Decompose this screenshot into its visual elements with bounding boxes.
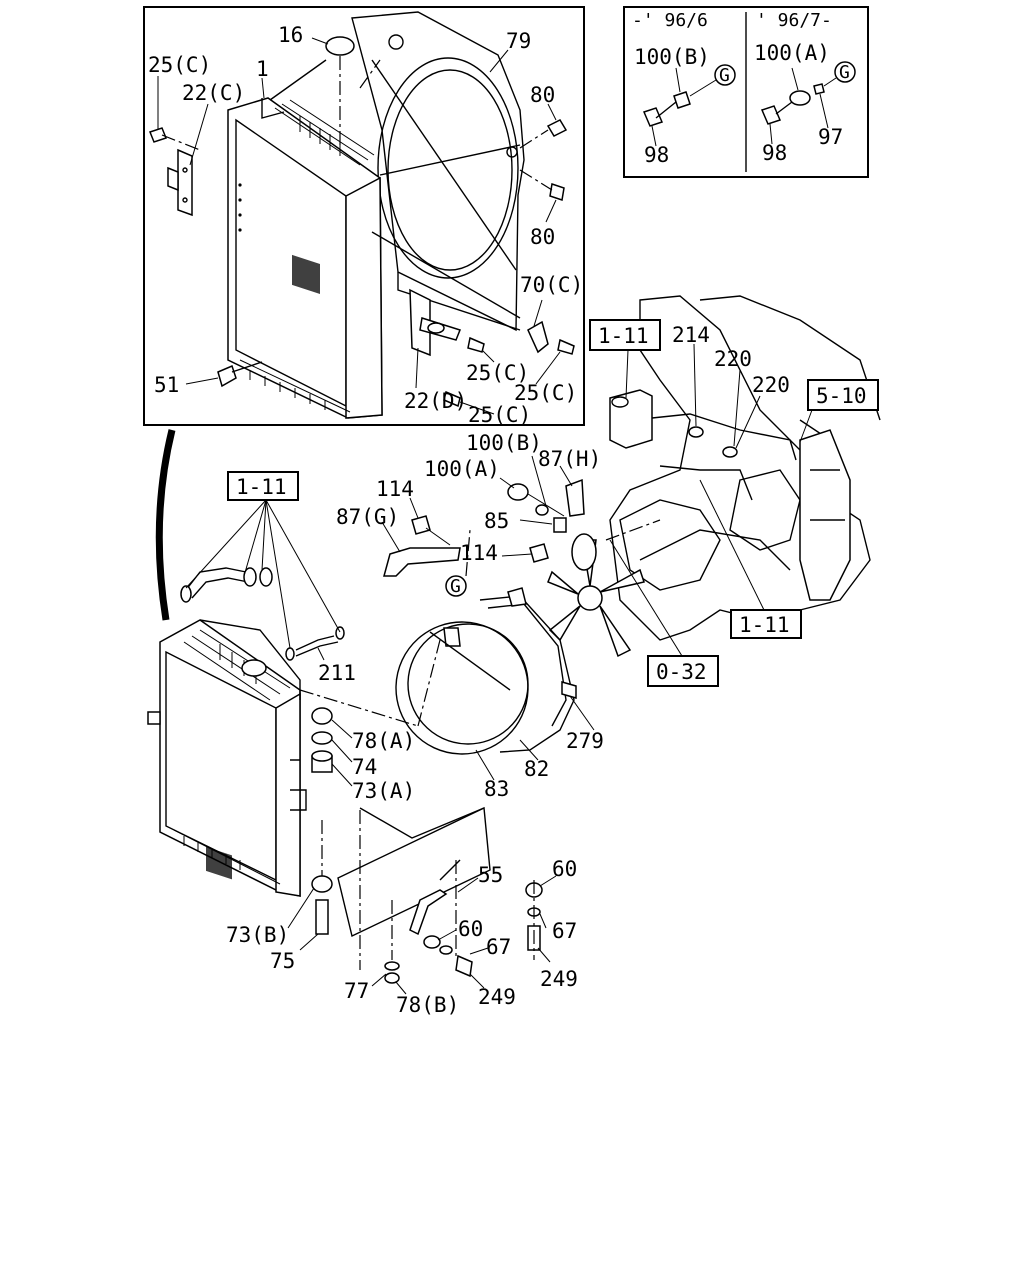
ref-box-5-10[interactable]: 5-10 [807,379,879,411]
callout-labels: 16 79 25(C) 1 22(C) 80 80 70(C) 25(C) 25… [148,23,790,1017]
ref-text: 1-11 [236,475,287,499]
callout-75: 75 [270,949,295,973]
callout-114-b: 114 [460,541,498,565]
date-variant-inset [623,6,869,178]
callout-80-b: 80 [530,225,555,249]
engine-assembly [547,295,881,658]
callout-220-b: 220 [752,373,790,397]
callout-85: 85 [484,509,509,533]
callout-82: 82 [524,757,549,781]
radiator-detail-frame [143,6,585,426]
callout-74: 74 [352,755,377,779]
callout-87g: 87(G) [336,505,399,529]
callout-114-a: 114 [376,477,414,501]
callout-25c-d: 25(C) [468,403,531,427]
callout-55: 55 [478,863,503,887]
callout-214: 214 [672,323,710,347]
lower-radiator-view [147,429,333,935]
marker-g-inset-left: G [719,65,730,86]
inset-part-100a: 100(A) [754,41,830,65]
marker-g-main: G [450,576,461,597]
inset-part-98-left: 98 [644,143,669,167]
callout-279: 279 [566,729,604,753]
callout-25c-c: 25(C) [514,381,577,405]
ref-text: 5-10 [816,384,867,408]
callout-73b: 73(B) [226,923,289,947]
callout-25c-b: 25(C) [466,361,529,385]
detail-leaders [157,37,561,415]
inset-part-100b: 100(B) [634,45,710,69]
callout-1: 1 [256,57,269,81]
callout-80-a: 80 [530,83,555,107]
lower-leaders [287,343,761,995]
ref-box-1-11-top[interactable]: 1-11 [589,319,661,351]
variant-range-late: ' 96/7- [756,10,832,31]
callout-60-b: 60 [458,917,483,941]
callout-211: 211 [318,661,356,685]
callout-100a: 100(A) [424,457,500,481]
callout-100b: 100(B) [466,431,542,455]
inset-part-97: 97 [818,125,843,149]
callout-60-a: 60 [552,857,577,881]
callout-25c-a: 25(C) [148,53,211,77]
callout-87h: 87(H) [538,447,601,471]
callout-79: 79 [506,29,531,53]
callout-22d: 22(D) [404,389,467,413]
callout-22c: 22(C) [182,81,245,105]
ref-box-1-11-right[interactable]: 1-11 [730,609,802,639]
callout-77: 77 [344,979,369,1003]
callout-83: 83 [484,777,509,801]
fan-shroud-ring [395,575,577,755]
lower-support-frame [337,806,543,984]
callout-67-a: 67 [552,919,577,943]
ref-text: 1-11 [739,613,790,637]
inset-labels: -' 96/6 ' 96/7- 100(B) 98 100(A) 98 97 G… [450,10,850,597]
callout-78a: 78(A) [352,729,415,753]
callout-16: 16 [278,23,303,47]
callout-249-a: 249 [540,967,578,991]
top-tank-fins [274,99,375,166]
inset-part-98-right: 98 [762,141,787,165]
marker-g-inset-right: G [839,62,850,83]
callout-70c: 70(C) [520,273,583,297]
assembly-lines [185,59,813,727]
callout-73a: 73(A) [352,779,415,803]
callout-220-a: 220 [714,347,752,371]
callout-67-b: 67 [486,935,511,959]
callout-249-b: 249 [478,985,516,1009]
ref-box-0-32[interactable]: 0-32 [647,655,719,687]
callout-78b: 78(B) [396,993,459,1017]
ref-text: 0-32 [656,660,707,684]
callout-51: 51 [154,373,179,397]
variant-range-early: -' 96/6 [632,10,708,31]
ref-text: 1-11 [598,324,649,348]
ref-box-1-11-left[interactable]: 1-11 [227,471,299,501]
